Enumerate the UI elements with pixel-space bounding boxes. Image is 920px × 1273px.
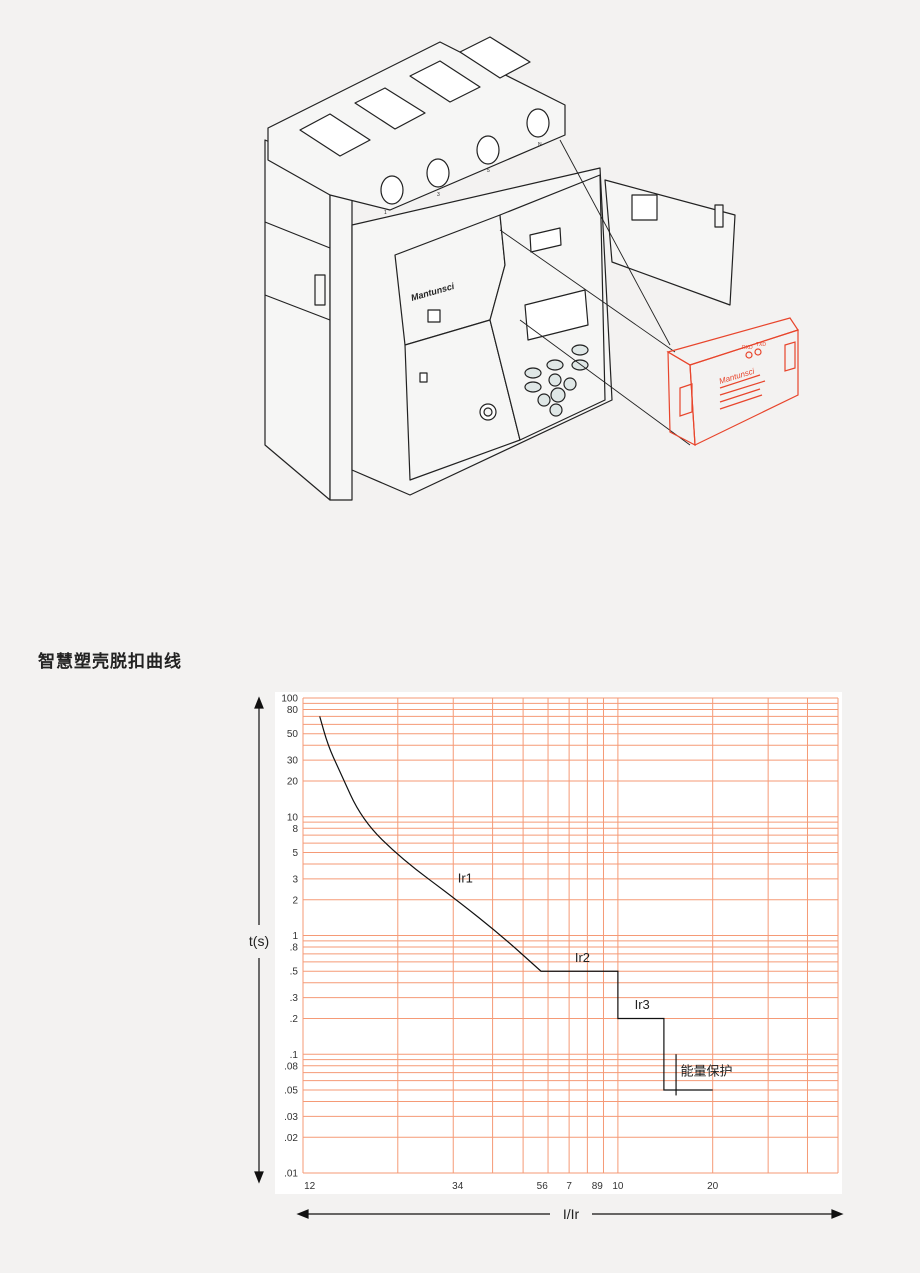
y-tick-label: .03 [284, 1112, 298, 1123]
chart-background [275, 692, 842, 1194]
x-tick-label: 34 [452, 1181, 464, 1192]
curve-annotation: Ir2 [575, 950, 590, 965]
curve-annotation: 能量保护 [680, 1064, 732, 1079]
y-tick-label: 50 [287, 729, 299, 740]
terminal-label: N [538, 142, 542, 148]
circuit-breaker-illustration: 1 3 5 N Mantunsci RXD TXD Mantunsci [264, 36, 799, 501]
y-tick-label: .1 [290, 1050, 299, 1061]
y-tick-label: 8 [292, 824, 298, 835]
y-tick-label: .08 [284, 1061, 298, 1072]
y-tick-label: .8 [290, 943, 299, 954]
y-tick-label: 1 [292, 931, 298, 942]
curve-annotation: Ir3 [635, 997, 650, 1012]
x-tick-label: 10 [612, 1181, 624, 1192]
y-tick-label: .05 [284, 1085, 298, 1096]
y-tick-label: 100 [281, 694, 298, 705]
x-axis-label: I/Ir [563, 1206, 580, 1222]
y-tick-label: 30 [287, 756, 299, 767]
trip-curve-line [319, 716, 713, 1091]
x-tick-label: 56 [537, 1181, 549, 1192]
x-tick-label: 20 [707, 1181, 719, 1192]
y-tick-label: .02 [284, 1133, 298, 1144]
y-tick-label: 20 [287, 777, 299, 788]
x-tick-label: 12 [304, 1181, 316, 1192]
curve-annotation: Ir1 [458, 870, 473, 885]
y-tick-label: 2 [292, 895, 298, 906]
x-axis-arrow [296, 1209, 844, 1219]
terminal-label: 5 [487, 168, 490, 174]
y-tick-label: .5 [290, 967, 299, 978]
y-tick-label: 5 [292, 848, 298, 859]
terminal-label: 3 [437, 192, 440, 198]
section-title: 智慧塑壳脱扣曲线 [38, 652, 182, 672]
x-tick-label: 7 [566, 1181, 572, 1192]
terminal-label: 1 [384, 210, 387, 216]
x-tick-label: 89 [592, 1181, 604, 1192]
y-tick-label: 3 [292, 874, 298, 885]
rxd-label: RXD [742, 345, 753, 351]
communication-module [666, 317, 799, 447]
y-tick-label: .01 [284, 1169, 298, 1180]
y-axis-label: t(s) [249, 933, 269, 949]
y-tick-label: 80 [287, 705, 299, 716]
txd-label: TXD [756, 342, 766, 348]
y-tick-label: .2 [290, 1014, 299, 1025]
y-tick-label: 10 [287, 812, 299, 823]
y-tick-label: .3 [290, 993, 299, 1004]
y-axis-arrow [254, 696, 264, 1184]
